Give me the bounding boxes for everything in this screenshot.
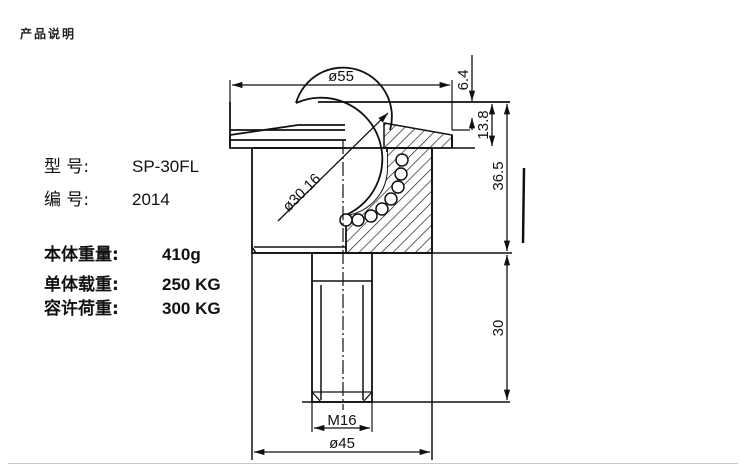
dim-label-flange-height: 13.8 [475, 110, 492, 139]
main-ball [295, 96, 384, 216]
flange-hatch [383, 122, 453, 149]
spec-allowable-load-value: 300 KG [162, 299, 221, 318]
bottom-divider [8, 463, 738, 464]
spec-model: 型 号: SP-30FL [44, 152, 199, 177]
spec-weight-label: 本体重量: [44, 245, 119, 265]
spec-code-label: 编 号: [44, 190, 90, 210]
spec-weight: 本体重量: 410g [44, 240, 201, 265]
dim-label-ball-protrusion: 6.4 [455, 70, 472, 91]
marker-bar [521, 167, 526, 244]
dim-label-body-diameter: ø45 [329, 435, 355, 452]
spec-model-value: SP-30FL [132, 157, 200, 176]
spec-unit-load-label: 单体载重: [44, 275, 119, 295]
dim-label-thread: M16 [327, 412, 356, 429]
spec-code: 编 号: 2014 [44, 185, 170, 210]
dim-label-body-height: 36.5 [490, 161, 507, 190]
dim-label-stem-length: 30 [490, 320, 507, 337]
dim-label-ball-diameter: ø30.16 [279, 170, 324, 215]
page-title: 产品说明 [20, 27, 77, 41]
spec-allowable-load-label: 容许荷重: [44, 299, 119, 319]
bearing-balls [339, 153, 409, 227]
spec-model-label: 型 号: [44, 157, 90, 177]
spec-weight-value: 410g [162, 245, 201, 264]
spec-allowable-load: 容许荷重: 300 KG [44, 294, 221, 319]
dim-ball-diameter [277, 112, 389, 222]
dim-label-flange-diameter: ø55 [328, 68, 354, 85]
spec-code-value: 2014 [132, 190, 170, 209]
spec-unit-load-value: 250 KG [162, 275, 221, 294]
spec-unit-load: 单体载重: 250 KG [44, 270, 221, 295]
